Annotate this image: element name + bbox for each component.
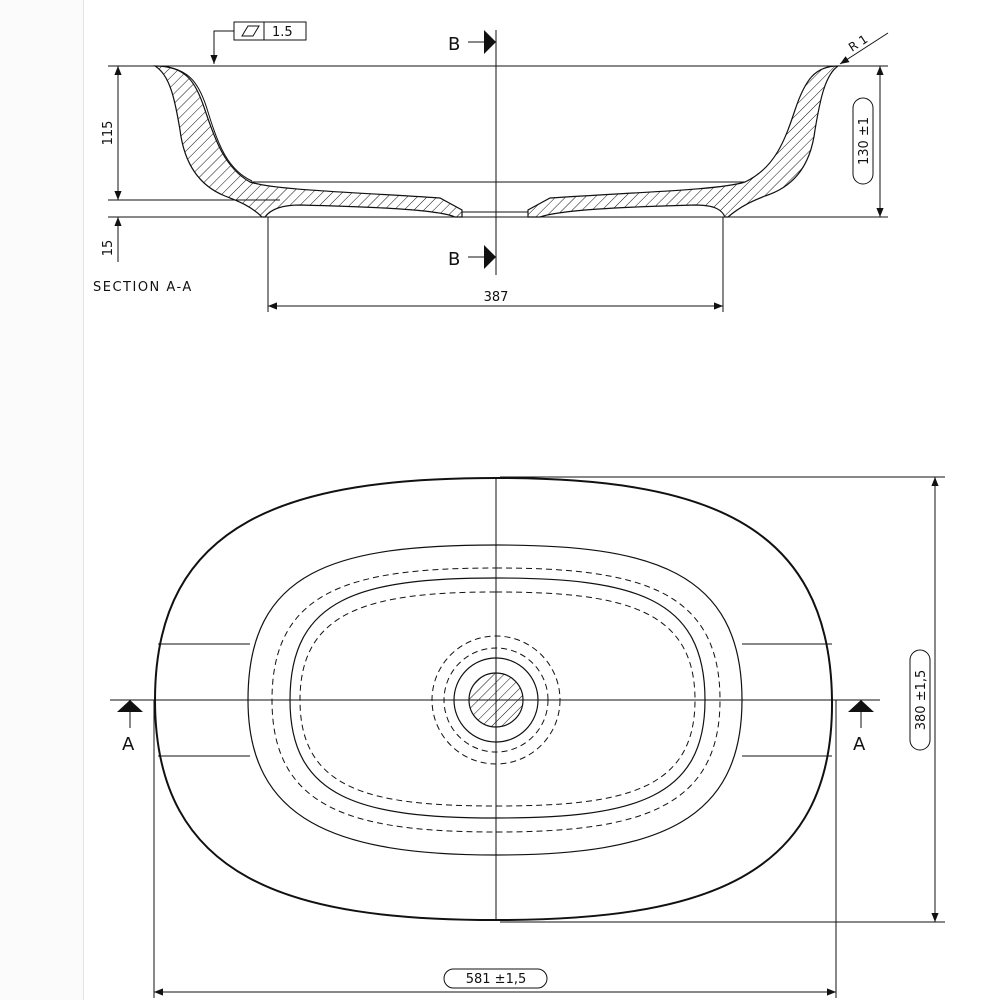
dim-581: 581 ±1,5 <box>466 972 527 987</box>
section-b-top-arrow-icon <box>484 30 496 54</box>
section-view <box>108 21 889 312</box>
dim-130: 130 ±1 <box>857 117 872 165</box>
section-b-top-label: B <box>448 34 460 55</box>
section-b-bottom-label: B <box>448 249 460 270</box>
right-wall-hatch <box>527 65 840 218</box>
section-a-left-arrow-icon <box>117 700 143 712</box>
flatness-value: 1.5 <box>272 25 293 40</box>
section-label: SECTION A-A <box>93 280 193 295</box>
section-a-left-label: A <box>122 734 135 755</box>
section-b-bottom-arrow-icon <box>484 245 496 269</box>
section-a-right-label: A <box>853 734 866 755</box>
plan-view <box>110 476 945 998</box>
dim-387: 387 <box>484 290 509 305</box>
left-margin-strip <box>0 0 84 1000</box>
dim-380: 380 ±1,5 <box>914 670 929 731</box>
left-wall-hatch <box>152 65 463 218</box>
dim-15: 15 <box>101 240 116 257</box>
dim-115: 115 <box>101 121 116 146</box>
section-a-right-arrow-icon <box>848 700 874 712</box>
radius-callout: R 1 <box>846 32 870 55</box>
flatness-icon <box>241 25 260 37</box>
